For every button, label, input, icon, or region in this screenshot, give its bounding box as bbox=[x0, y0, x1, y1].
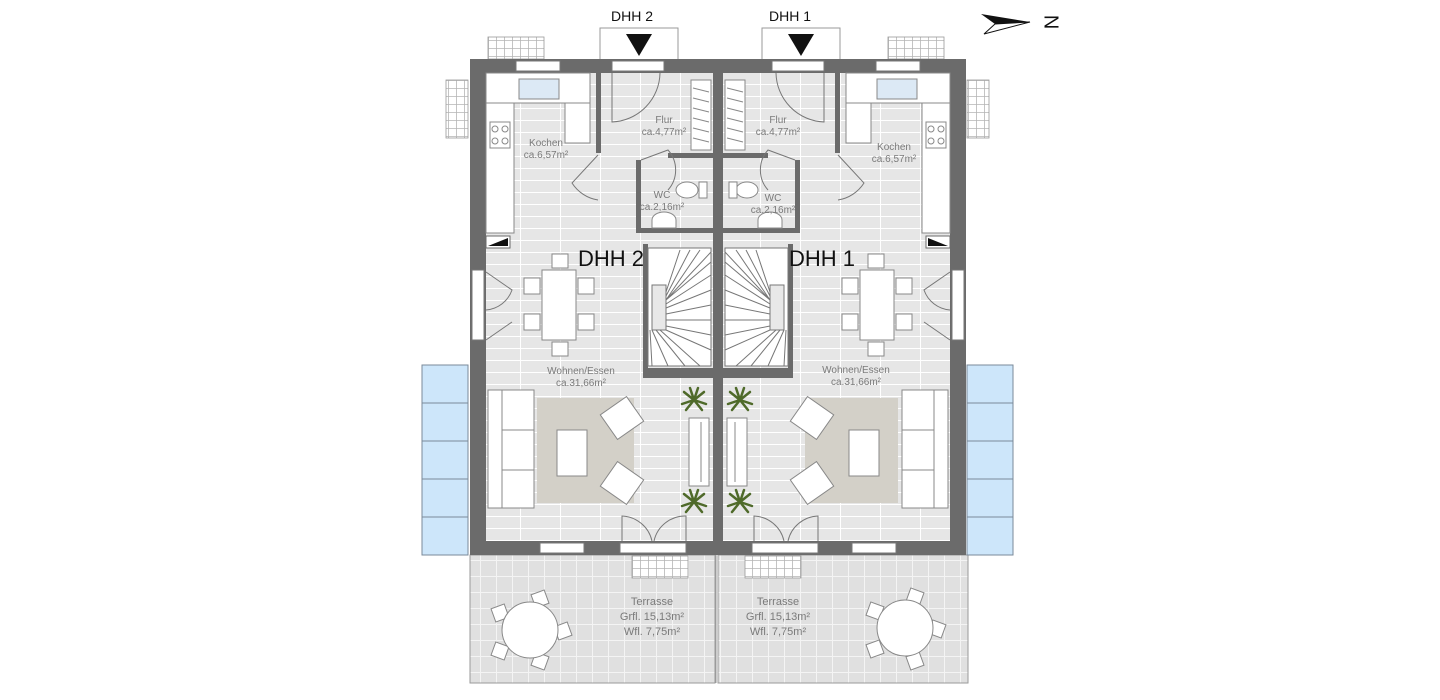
sofa-left bbox=[487, 389, 535, 509]
glass-canopy-left bbox=[421, 364, 469, 556]
lounge-right bbox=[726, 395, 880, 506]
kitchen-left bbox=[485, 72, 591, 234]
entrance-arrow-dhh2-icon bbox=[626, 34, 652, 56]
room-name-flur-dhh1: Flur bbox=[769, 115, 787, 126]
room-name-terrasse-dhh1: Terrasse bbox=[757, 596, 799, 608]
room-area-flur-dhh2: ca.4,77m² bbox=[642, 127, 687, 138]
door-swings bbox=[485, 72, 951, 542]
room-name-terrasse-dhh2: Terrasse bbox=[631, 596, 673, 608]
room-wfl-terrasse-dhh2: Wfl. 7,75m² bbox=[624, 626, 681, 638]
room-name-wc-dhh2: WC bbox=[654, 190, 671, 201]
unit-label-dhh2: DHH 2 bbox=[578, 246, 644, 271]
entrance-label-dhh2: DHH 2 bbox=[611, 8, 653, 24]
room-area-flur-dhh1: ca.4,77m² bbox=[756, 127, 801, 138]
room-wfl-terrasse-dhh1: Wfl. 7,75m² bbox=[750, 626, 807, 638]
north-arrow-icon bbox=[981, 14, 1031, 35]
room-name-wc-dhh1: WC bbox=[765, 193, 782, 204]
dining-table-right bbox=[841, 253, 913, 357]
room-area-wc-dhh1: ca.2,16m² bbox=[751, 205, 796, 216]
staircase-right bbox=[724, 247, 789, 367]
room-grfl-terrasse-dhh2: Grfl. 15,13m² bbox=[620, 611, 685, 623]
dining-table-left bbox=[523, 253, 595, 357]
room-area-wohnen-dhh2: ca.31,66m² bbox=[556, 378, 607, 389]
walls bbox=[470, 59, 966, 555]
room-name-wohnen-dhh2: Wohnen/Essen bbox=[547, 366, 615, 377]
entrance-arrow-dhh1-icon bbox=[788, 34, 814, 56]
sofa-right bbox=[901, 389, 949, 509]
room-grfl-terrasse-dhh1: Grfl. 15,13m² bbox=[746, 611, 811, 623]
room-name-kochen-dhh1: Kochen bbox=[877, 142, 911, 153]
glass-canopy-right bbox=[966, 364, 1014, 556]
entrance-label-dhh1: DHH 1 bbox=[769, 8, 811, 24]
room-area-wohnen-dhh1: ca.31,66m² bbox=[831, 377, 882, 388]
wc-fixtures bbox=[651, 181, 783, 229]
room-area-kochen-dhh1: ca.6,57m² bbox=[872, 154, 917, 165]
room-name-kochen-dhh2: Kochen bbox=[529, 138, 563, 149]
entrance-canopies bbox=[599, 27, 841, 59]
room-name-flur-dhh2: Flur bbox=[655, 115, 673, 126]
room-name-wohnen-dhh1: Wohnen/Essen bbox=[822, 365, 890, 376]
unit-label-dhh1: DHH 1 bbox=[789, 246, 855, 271]
staircase-left bbox=[647, 247, 712, 367]
room-area-wc-dhh2: ca.2,16m² bbox=[640, 202, 685, 213]
room-area-kochen-dhh2: ca.6,57m² bbox=[524, 150, 569, 161]
north-label: N bbox=[1041, 15, 1063, 29]
terrace-table-right bbox=[865, 587, 947, 671]
lounge-left bbox=[556, 395, 710, 506]
terrace-table-left bbox=[490, 589, 573, 671]
plants bbox=[680, 386, 754, 514]
kitchen-right bbox=[845, 72, 951, 234]
wall-openings bbox=[471, 60, 965, 554]
wardrobes bbox=[690, 79, 746, 151]
